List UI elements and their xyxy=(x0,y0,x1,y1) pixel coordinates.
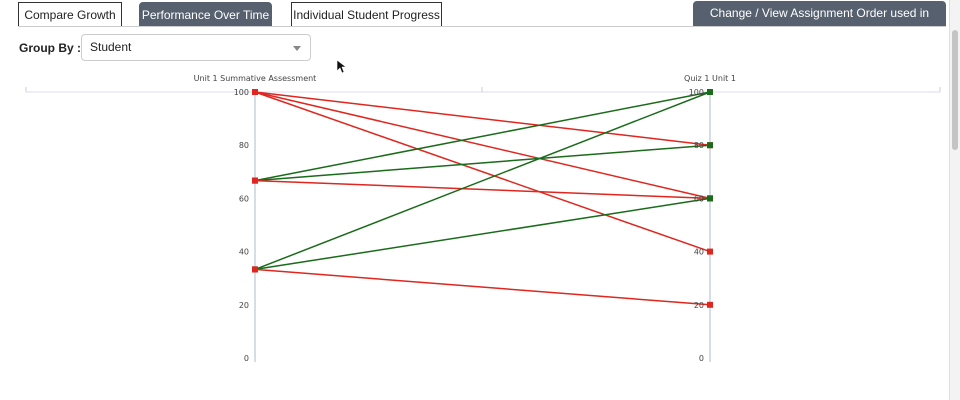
data-point xyxy=(707,195,713,202)
student-line xyxy=(254,91,711,182)
tab-divider xyxy=(18,26,946,27)
data-point xyxy=(707,301,713,308)
tick-label: 60 xyxy=(694,194,704,203)
student-line xyxy=(254,179,711,200)
tab-individual-student-progress[interactable]: Individual Student Progress xyxy=(291,2,442,27)
tick-label: 80 xyxy=(694,141,704,150)
group-by-label: Group By : xyxy=(19,41,81,55)
tick-label: 100 xyxy=(234,88,249,97)
tick-label: 0 xyxy=(244,354,249,363)
tick-label: 20 xyxy=(239,301,249,310)
chevron-down-icon xyxy=(293,46,301,55)
scrollbar[interactable] xyxy=(949,0,960,400)
student-line xyxy=(254,91,711,271)
mouse-cursor-icon xyxy=(336,59,347,74)
tick-label: 0 xyxy=(699,354,704,363)
axis-title: Quiz 1 Unit 1 xyxy=(684,74,736,83)
data-point xyxy=(707,248,713,255)
data-point xyxy=(252,266,258,273)
tick-label: 20 xyxy=(694,301,704,310)
data-point xyxy=(707,89,713,95)
group-by-select[interactable]: Student xyxy=(81,34,311,61)
data-point xyxy=(252,89,258,95)
data-point xyxy=(252,177,258,184)
student-line xyxy=(254,91,711,253)
tick-label: 40 xyxy=(239,248,249,257)
tick-label: 60 xyxy=(239,194,249,203)
scrollbar-thumb[interactable] xyxy=(952,30,958,150)
tab-compare-growth[interactable]: Compare Growth xyxy=(18,2,122,27)
student-line xyxy=(254,91,711,146)
group-by-value: Student xyxy=(90,40,132,54)
tick-label: 80 xyxy=(239,141,249,150)
tick-label: 100 xyxy=(689,88,704,97)
student-line xyxy=(254,268,711,306)
student-line xyxy=(254,144,711,182)
student-line xyxy=(254,197,711,271)
student-line xyxy=(254,91,711,200)
tick-label: 40 xyxy=(694,248,704,257)
axis-title: Unit 1 Summative Assessment xyxy=(194,74,317,83)
change-assignment-order-button[interactable]: Change / View Assignment Order used in G… xyxy=(693,1,946,45)
data-point xyxy=(707,142,713,149)
